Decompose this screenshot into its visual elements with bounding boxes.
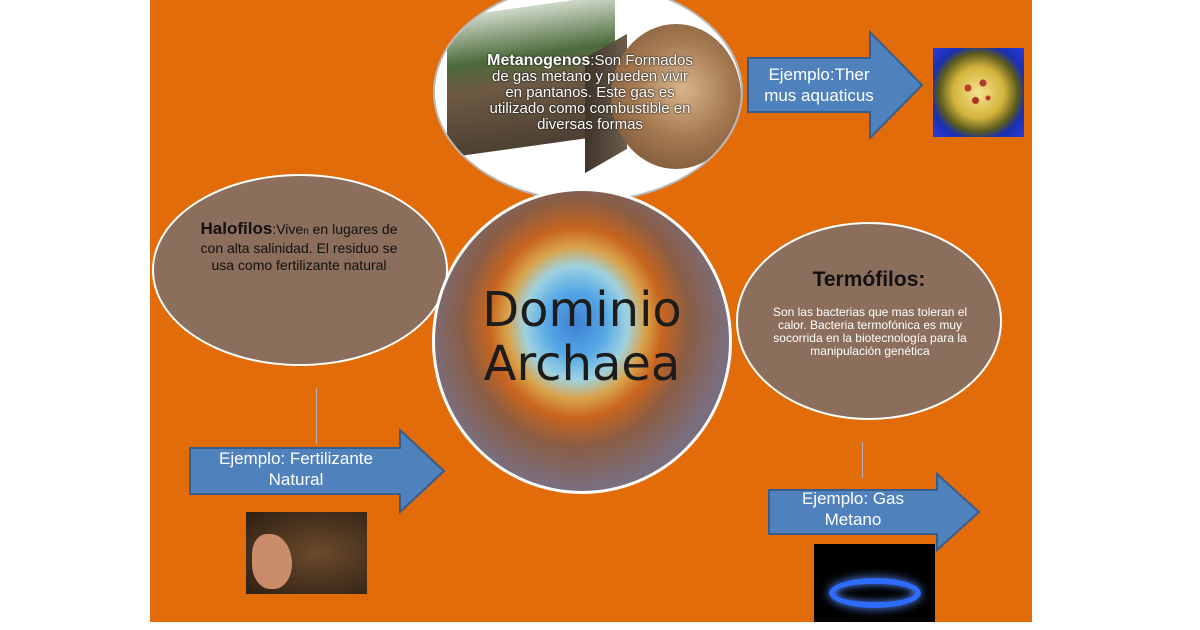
arrow-thermus-shape (747, 30, 924, 140)
metanogenos-ellipse: Metanogenos:Son Formados de gas metano y… (433, 0, 743, 202)
thermus-line2: mus aquaticus (764, 86, 874, 105)
thermus-line1: Ejemplo:Ther (768, 65, 870, 84)
connector-halofilos (316, 388, 317, 444)
fertilizante-line2: Natural (268, 470, 324, 489)
hot-spring-circle: Dominio Archaea (432, 188, 732, 494)
agar-plate-image (933, 48, 1024, 137)
arrow-fertilizante: Ejemplo: Fertilizante Natural (188, 428, 446, 514)
arrow-gas-shape (768, 472, 981, 552)
microbe-closeup-image (611, 24, 741, 169)
termofilos-desc: Son las bacterias que mas toleran el cal… (772, 305, 968, 358)
halofilos-desc-c: en lugares de con alta salinidad. El res… (200, 221, 398, 273)
arrow-thermus-label: Ejemplo:Ther mus aquaticus (754, 64, 884, 106)
center-title: Dominio Archaea (435, 283, 729, 391)
flame-ring (829, 578, 921, 608)
soil-hands-image (246, 512, 367, 594)
metanogenos-text: Metanogenos:Son Formados de gas metano y… (485, 53, 695, 133)
gas-flame-image (814, 544, 935, 622)
metanogenos-term: Metanogenos (487, 52, 591, 69)
arrow-gas: Ejemplo: Gas Metano (767, 472, 981, 552)
slide-canvas: Metanogenos:Son Formados de gas metano y… (150, 0, 1032, 622)
arrow-gas-label: Ejemplo: Gas Metano (773, 488, 933, 530)
arrow-thermus: Ejemplo:Ther mus aquaticus (746, 30, 924, 140)
gas-line2: Metano (824, 510, 882, 529)
metanogenos-desc: :Son Formados de gas metano y pueden viv… (489, 52, 693, 133)
center-title-line2: Archaea (483, 336, 681, 392)
connector-termofilos (862, 442, 863, 478)
halofilos-text: Halofilos:Viven en lugares de con alta s… (194, 220, 404, 274)
halofilos-desc-b: n (303, 226, 309, 237)
hand-shape (252, 534, 292, 589)
halofilos-desc-a: :Vive (272, 221, 304, 237)
gas-line1: Ejemplo: Gas (801, 489, 905, 508)
center-title-line1: Dominio (482, 282, 682, 338)
halofilos-ellipse: Halofilos:Viven en lugares de con alta s… (152, 174, 448, 366)
bacteria-colonies (953, 68, 1003, 118)
fertilizante-line1: Ejemplo: Fertilizante (218, 449, 373, 468)
termofilos-heading: Termófilos: (812, 268, 926, 291)
halofilos-term: Halofilos (200, 219, 273, 238)
termofilos-ellipse: Termófilos: Son las bacterias que mas to… (736, 222, 1002, 420)
arrow-fertilizante-shape (189, 428, 446, 514)
arrow-fertilizante-label: Ejemplo: Fertilizante Natural (196, 448, 396, 490)
